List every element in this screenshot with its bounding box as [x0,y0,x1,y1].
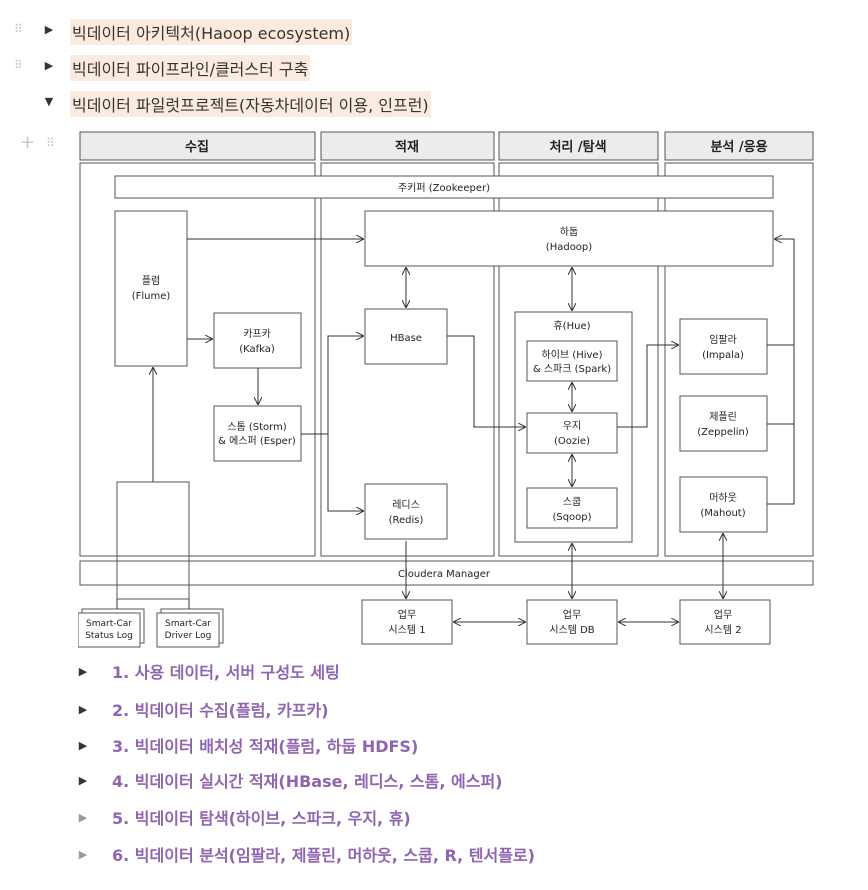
toggle-title-architecture: 빅데이터 아키텍처(Haoop ecosystem) [70,19,353,45]
sqoop-sub: (Sqoop) [552,512,591,523]
collapsed-arrow-icon[interactable]: ▶ [78,738,88,752]
subitem-5[interactable]: ▶ 5. 빅데이터 탐색(하이브, 스파크, 우지, 휴) [76,802,411,832]
collapsed-arrow-icon[interactable]: ▶ [78,773,88,787]
oozie-label: 우지 [563,420,581,432]
kafka-sub: (Kafka) [239,344,275,355]
subitem-3[interactable]: ▶ 3. 빅데이터 배치성 적재(플럼, 하둡 HDFS) [76,730,419,760]
subitem-label: 5. 빅데이터 탐색(하이브, 스파크, 우지, 휴) [112,809,411,828]
header-process: 처리 /탐색 [549,139,606,155]
status-log-sub: Status Log [85,631,133,641]
cloudera-label: Cloudera Manager [398,569,491,580]
toggle-title-pipeline: 빅데이터 파이프라인/클러스터 구축 [70,55,311,81]
mahout-label: 머하웃 [709,491,737,504]
drag-handle-icon[interactable]: ⠿ [14,58,23,72]
storm-sub: & 에스퍼 (Esper) [218,435,296,447]
subitem-label: 6. 빅데이터 분석(임팔라, 제플린, 머하웃, 스쿱, R, 텐서플로) [112,846,535,865]
sys1-label: 업무 [398,608,416,621]
drag-handle-icon[interactable]: ⠿ [14,22,23,36]
oozie-sub: (Oozie) [554,436,590,447]
sysdb-label: 업무 [563,608,581,621]
sys1-sub: 시스템 1 [388,624,425,636]
collapsed-arrow-icon[interactable]: ▶ [44,23,54,36]
toggle-title-pilot-project: 빅데이터 파일럿프로젝트(자동차데이터 이용, 인프런) [70,91,431,117]
subitem-label: 1. 사용 데이터, 서버 구성도 세팅 [112,663,340,682]
drag-handle-icon[interactable]: ⠿ [46,136,55,150]
header-collect: 수집 [185,140,209,155]
zeppelin-label: 제플린 [709,411,737,423]
flume-label: 플럼 [142,274,160,287]
subitem-2[interactable]: ▶ 2. 빅데이터 수집(플럼, 카프카) [76,694,329,724]
collapsed-arrow-icon[interactable]: ▶ [78,664,88,678]
hive-sub: & 스파크 (Spark) [533,363,611,375]
zeppelin-sub: (Zeppelin) [697,427,749,438]
kafka-label: 카프카 [243,328,271,340]
collapsed-arrow-icon[interactable]: ▶ [44,59,54,72]
storm-label: 스톰 (Storm) [227,421,287,433]
driver-log-label: Smart-Car [165,619,211,629]
header-storage: 적재 [395,139,419,155]
subitem-1[interactable]: ▶ 1. 사용 데이터, 서버 구성도 세팅 [76,656,340,686]
flume-sub: (Flume) [132,291,171,302]
sysdb-sub: 시스템 DB [549,624,594,636]
mahout-sub: (Mahout) [700,508,745,519]
subitem-label: 2. 빅데이터 수집(플럼, 카프카) [112,701,329,720]
redis-label: 레디스 [392,499,420,511]
hadoop-sub: (Hadoop) [546,242,592,253]
redis-sub: (Redis) [389,515,424,526]
header-analysis: 분석 /응용 [710,139,767,155]
subitem-label: 3. 빅데이터 배치성 적재(플럼, 하둡 HDFS) [112,737,419,756]
subitem-6[interactable]: ▶ 6. 빅데이터 분석(임팔라, 제플린, 머하웃, 스쿱, R, 텐서플로) [76,839,535,869]
collapsed-arrow-icon[interactable]: ▶ [78,702,88,716]
hadoop-label: 하둡 [560,225,578,238]
sqoop-label: 스쿱 [563,496,581,508]
hive-label: 하이브 (Hive) [542,348,603,361]
impala-sub: (Impala) [702,350,744,361]
sys2-sub: 시스템 2 [704,624,741,636]
expanded-arrow-icon[interactable]: ▼ [44,95,54,108]
subitem-label: 4. 빅데이터 실시간 적재(HBase, 레디스, 스톰, 에스퍼) [112,772,503,791]
status-log-label: Smart-Car [86,619,132,629]
driver-log-sub: Driver Log [165,631,212,641]
add-block-icon[interactable]: + [20,132,36,153]
architecture-diagram-image: 수집 적재 처리 /탐색 분석 /응용 주키퍼 (Zookeeper) 하둡 (… [77,129,818,655]
subitem-4[interactable]: ▶ 4. 빅데이터 실시간 적재(HBase, 레디스, 스톰, 에스퍼) [76,765,503,795]
hbase-label: HBase [390,333,422,344]
hue-label: 휴(Hue) [553,320,590,332]
impala-label: 임팔라 [709,333,737,346]
sys2-label: 업무 [714,608,732,621]
zookeeper-label: 주키퍼 (Zookeeper) [398,182,490,194]
collapsed-arrow-icon[interactable]: ▶ [78,810,88,824]
collapsed-arrow-icon[interactable]: ▶ [78,847,88,861]
